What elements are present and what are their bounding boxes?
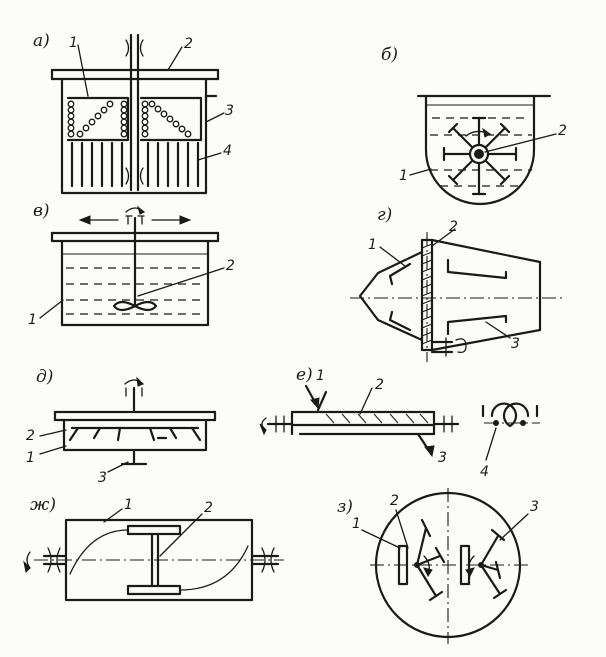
figure-e-part-3: 3 bbox=[438, 450, 447, 466]
rod-set bbox=[70, 141, 200, 188]
figure-d-label: д) bbox=[36, 367, 53, 387]
figure-a-part-1: 1 bbox=[69, 35, 78, 51]
figure-b-part-1: 1 bbox=[399, 168, 408, 184]
figure-g-double-cone-mixer bbox=[350, 228, 566, 362]
figure-a-part-3: 3 bbox=[225, 103, 234, 119]
figure-b-horizontal-drum bbox=[409, 94, 557, 206]
figure-a-part-2: 2 bbox=[184, 36, 193, 52]
figure-z-planetary-mixer bbox=[361, 488, 530, 644]
figure-a-frame-mixer bbox=[50, 33, 225, 195]
figure-g-label: г) bbox=[377, 205, 392, 225]
figure-e-screw-trough bbox=[259, 384, 540, 461]
figure-e-label: е) bbox=[296, 365, 313, 385]
figure-g-part-1: 1 bbox=[368, 237, 377, 253]
figure-d-part-2: 2 bbox=[26, 428, 35, 444]
figure-e-part-2: 2 bbox=[375, 377, 384, 393]
chain-links bbox=[67, 100, 192, 138]
figure-b-label: б) bbox=[381, 45, 398, 65]
figure-d-part-3: 3 bbox=[98, 470, 107, 486]
figure-a-label: а) bbox=[33, 31, 50, 51]
figure-g-part-3: 3 bbox=[511, 336, 520, 352]
figure-v-label: в) bbox=[33, 201, 50, 221]
figure-z-part-2: 2 bbox=[390, 493, 399, 509]
figure-b-part-2: 2 bbox=[558, 123, 567, 139]
figure-z-part-3: 3 bbox=[530, 499, 539, 515]
figure-zh-drum-mixer bbox=[23, 508, 284, 602]
figure-v-part-2: 2 bbox=[226, 258, 235, 274]
figure-d-part-1: 1 bbox=[26, 450, 35, 466]
figure-z-label: з) bbox=[337, 497, 353, 517]
figure-z-part-1: 1 bbox=[352, 516, 361, 532]
figure-zh-label: ж) bbox=[30, 495, 56, 515]
figure-d-flat-mixer bbox=[39, 376, 217, 473]
figure-e-part-1: 1 bbox=[316, 368, 325, 384]
figure-a-part-4: 4 bbox=[223, 143, 232, 159]
figure-zh-part-1: 1 bbox=[124, 497, 133, 513]
figure-v-part-1: 1 bbox=[28, 312, 37, 328]
figure-g-part-2: 2 bbox=[449, 219, 458, 235]
figure-e-part-4: 4 bbox=[480, 464, 489, 480]
figure-zh-part-2: 2 bbox=[204, 500, 213, 516]
figure-v-propeller-mixer bbox=[39, 205, 225, 327]
